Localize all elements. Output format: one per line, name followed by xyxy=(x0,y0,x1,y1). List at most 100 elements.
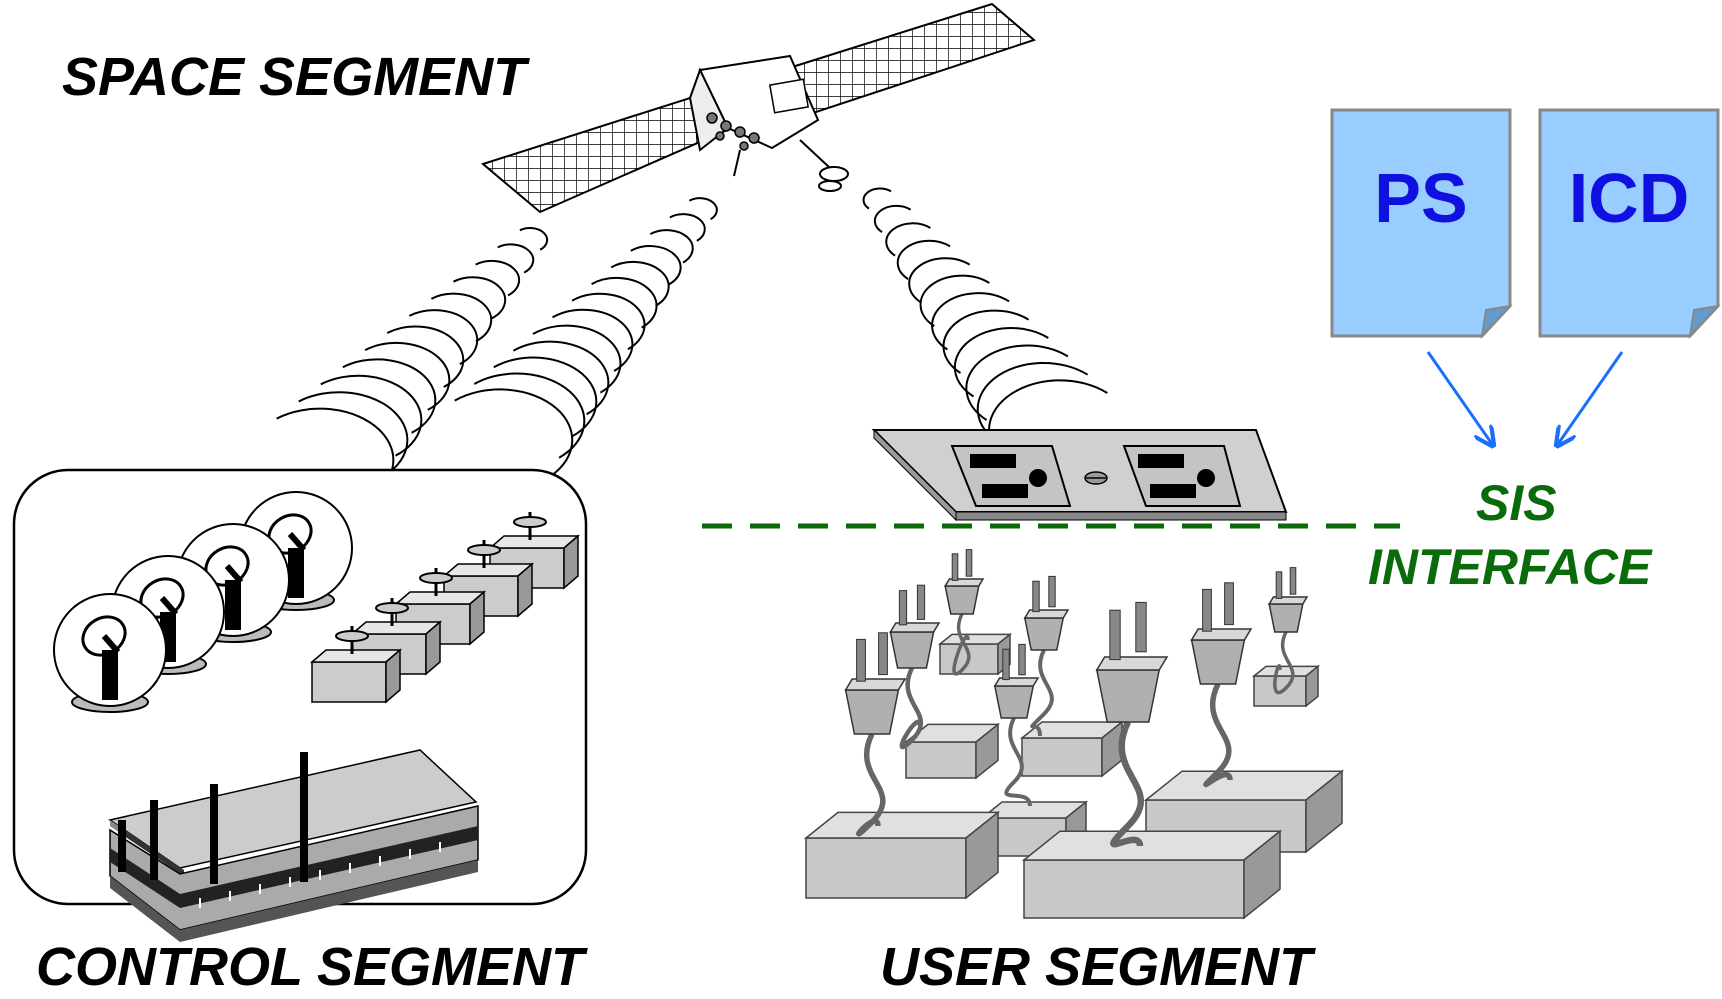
station-box-top xyxy=(309,649,403,663)
signal-wave-arc xyxy=(669,213,706,242)
signal-wave-arc xyxy=(688,197,718,221)
station-box-side xyxy=(469,590,485,646)
station-box-top xyxy=(393,591,487,605)
plug-prong xyxy=(1018,643,1026,676)
signal-wave-arc xyxy=(873,204,912,233)
station-box-dish xyxy=(375,602,409,614)
plug-top xyxy=(1095,656,1169,671)
plug-icon xyxy=(1023,617,1065,651)
signal-wave-arc xyxy=(919,274,990,327)
plug-prong xyxy=(1032,580,1040,613)
plug-prong xyxy=(1224,582,1234,626)
plug-cord xyxy=(1203,682,1233,788)
plug-prong xyxy=(1109,609,1121,661)
signal-wave-arc xyxy=(320,374,423,457)
plug-icon xyxy=(844,689,900,735)
user-box-side xyxy=(965,810,999,900)
plug-cord xyxy=(1004,717,1032,807)
plug-prong xyxy=(1002,648,1010,681)
antenna-mount xyxy=(101,634,121,654)
station-box-side xyxy=(563,534,579,590)
plug-icon xyxy=(889,631,935,669)
plug-cord xyxy=(1110,720,1144,848)
antenna-mount xyxy=(159,596,179,616)
plug-top xyxy=(943,578,985,587)
plug-prong xyxy=(1202,588,1212,632)
station-box-dish xyxy=(467,544,501,556)
sis-label-line1: SIS xyxy=(1476,475,1557,531)
station-box-side xyxy=(425,620,441,676)
user-box-side xyxy=(1305,664,1319,708)
antenna-pedestal xyxy=(102,650,118,700)
signal-wave-arc xyxy=(454,388,574,481)
signal-wave-arc xyxy=(649,229,694,264)
plug-prong xyxy=(1135,601,1147,653)
wall-outlet-icon xyxy=(871,428,1288,522)
signal-wave-arc xyxy=(931,292,1010,351)
ps-document-label: PS xyxy=(1374,159,1467,237)
signal-wave-arc xyxy=(473,372,586,459)
station-box-dish xyxy=(335,630,369,642)
plug-cord xyxy=(856,732,886,837)
station-box-dish xyxy=(419,572,453,584)
plug-icon xyxy=(1095,669,1161,723)
signal-wave-arc xyxy=(430,292,493,343)
plug-top xyxy=(844,678,907,691)
antenna-domes xyxy=(53,491,353,713)
station-box-top xyxy=(441,563,535,577)
plug-top xyxy=(889,622,941,633)
signal-wave-arc xyxy=(475,259,521,297)
plug-top xyxy=(1023,609,1070,619)
user-box-side xyxy=(975,722,999,780)
signal-wave-arc xyxy=(896,239,951,280)
station-box-top xyxy=(487,535,581,549)
antenna-mount xyxy=(224,564,244,584)
user-box-front xyxy=(905,741,977,779)
satellite-icon xyxy=(480,2,1036,214)
ps-to-sis-arrow xyxy=(1426,351,1492,444)
plug-prong xyxy=(1289,567,1297,595)
signal-wave-arc xyxy=(610,260,670,307)
user-box-top xyxy=(1021,830,1283,861)
signal-wave-arc xyxy=(953,327,1049,398)
signal-wave-arc xyxy=(908,257,971,304)
signal-wave-arc xyxy=(408,309,479,365)
signal-wave-arc xyxy=(386,325,465,388)
user-box-side xyxy=(1243,829,1281,920)
plug-icon xyxy=(1268,603,1304,633)
plug-icon xyxy=(944,585,980,615)
plug-prong xyxy=(856,638,866,682)
icd-document-label: ICD xyxy=(1569,159,1690,237)
station-box-front xyxy=(311,661,387,703)
plug-cord xyxy=(1273,631,1295,695)
plug-icon xyxy=(1190,639,1246,685)
user-box-top xyxy=(803,811,1001,839)
station-box-side xyxy=(385,648,401,704)
signal-wave-arc xyxy=(298,391,409,480)
user-equipment-boxes xyxy=(803,632,1345,920)
signal-wave-arc xyxy=(942,309,1030,374)
user-box-front xyxy=(1021,737,1103,777)
user-box-side xyxy=(1305,769,1343,854)
icd-to-sis-arrow xyxy=(1558,351,1624,444)
plugs xyxy=(844,549,1309,848)
signal-wave-arc xyxy=(497,243,535,274)
signal-wave-arc xyxy=(364,341,451,411)
antenna-mount xyxy=(287,532,307,552)
signal-wave-arc xyxy=(591,276,658,329)
plug-prong xyxy=(1275,571,1283,599)
user-box-front xyxy=(805,837,967,899)
user-box-front xyxy=(1023,859,1245,919)
user-segment-label: USER SEGMENT xyxy=(880,937,1313,997)
plug-top xyxy=(993,677,1040,687)
plug-cord xyxy=(899,666,924,750)
plug-prong xyxy=(916,584,926,620)
station-box-dish xyxy=(513,516,547,528)
signal-wave-arc xyxy=(552,308,634,372)
signal-wave-arc xyxy=(453,276,507,320)
plug-top xyxy=(1267,596,1309,605)
sis-label-line2: INTERFACE xyxy=(1368,539,1652,595)
station-box-side xyxy=(517,562,533,618)
